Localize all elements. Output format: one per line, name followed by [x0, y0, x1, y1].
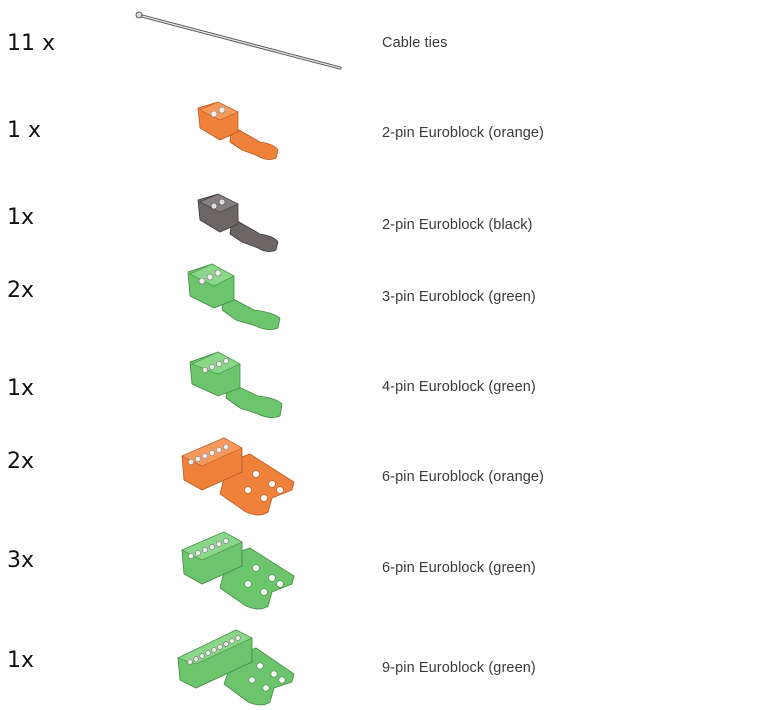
euroblock-9pin-green-icon	[176, 622, 300, 710]
euroblock-6pin-green-icon	[180, 522, 300, 614]
part-name: 6-pin Euroblock (green)	[382, 560, 536, 576]
quantity: 11 x	[7, 31, 56, 56]
part-name: 9-pin Euroblock (green)	[382, 660, 536, 676]
quantity: 1x	[7, 648, 35, 673]
part-name: 4-pin Euroblock (green)	[382, 379, 536, 395]
euroblock-2pin-black-icon	[194, 190, 284, 258]
euroblock-4pin-green-icon	[188, 350, 288, 422]
part-name: 6-pin Euroblock (orange)	[382, 469, 544, 485]
quantity: 1x	[7, 376, 35, 401]
euroblock-6pin-orange-icon	[180, 428, 300, 520]
part-name: 2-pin Euroblock (orange)	[382, 125, 544, 141]
quantity: 2x	[7, 278, 35, 303]
euroblock-2pin-orange-icon	[194, 98, 284, 166]
part-name: 2-pin Euroblock (black)	[382, 217, 533, 233]
euroblock-3pin-green-icon	[184, 260, 284, 335]
part-name: Cable ties	[382, 35, 448, 51]
quantity: 1x	[7, 205, 35, 230]
part-name: 3-pin Euroblock (green)	[382, 289, 536, 305]
quantity: 3x	[7, 548, 35, 573]
quantity: 2x	[7, 449, 35, 474]
quantity: 1 x	[7, 118, 42, 143]
cable-tie-icon	[134, 10, 346, 74]
